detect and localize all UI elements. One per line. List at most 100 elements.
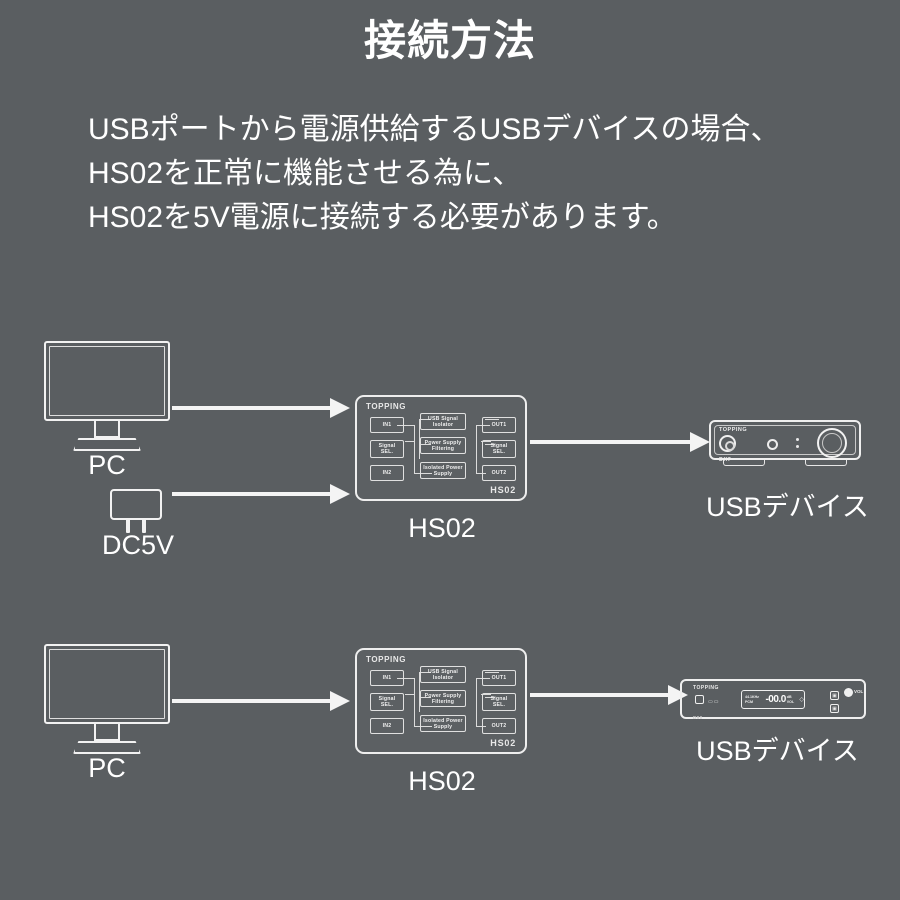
wire [419, 444, 431, 445]
wire [405, 441, 415, 442]
adapter-body [110, 489, 162, 520]
wire [485, 419, 499, 420]
block-signal-sel-right-bottom: Signal SEL. [482, 693, 516, 711]
block-isolated-supply-top: Isolated Power Supply [420, 462, 466, 479]
intro-line-3: HS02を5V電源に接続する必要があります。 [88, 201, 677, 234]
wire [485, 697, 495, 698]
hs02-model-bottom: HS02 [490, 738, 516, 748]
wire [419, 419, 420, 459]
wire [419, 419, 431, 420]
wire [419, 672, 431, 673]
block-in1-bottom: IN1 [370, 670, 404, 686]
block-signal-sel-left-bottom: Signal SEL. [370, 693, 404, 711]
page-title: 接続方法 [363, 17, 536, 64]
block-usb-isolator-bottom: USB Signal Isolator [420, 666, 466, 683]
monitor-neck [94, 724, 120, 741]
amp-chassis [709, 420, 861, 460]
adapter-pin-right [142, 520, 146, 533]
block-signal-sel-left-top: Signal SEL. [370, 440, 404, 458]
hs02-unit-top: TOPPING HS02 IN1 Signal SEL. IN2 USB Sig… [355, 395, 527, 501]
wire [414, 726, 432, 727]
usb-device-rack-dac: TOPPING D90 ▭▭ 44.1KHz PCM -00.0 dB VOL … [680, 679, 866, 725]
rack-model: D90 [693, 715, 703, 720]
rack-brand: TOPPING [693, 685, 719, 691]
display-volume-value: -00.0 [765, 694, 786, 705]
pc-monitor-icon-bottom [44, 644, 170, 754]
amp-led-top [796, 438, 799, 441]
wire [397, 678, 415, 679]
block-out1-bottom: OUT1 [482, 670, 516, 686]
block-power-filtering-top: Power Supply Filtering [420, 437, 466, 454]
display-format-text: 44.1KHz PCM [745, 695, 759, 704]
hs02-label-top: HS02 [408, 513, 476, 543]
arrow-hs02-to-device-bottom [530, 685, 690, 705]
rack-indicator-dots: ▭▭ [708, 699, 720, 705]
headphone-jack-icon [719, 435, 736, 452]
block-power-filtering-bottom: Power Supply Filtering [420, 690, 466, 707]
block-isolated-supply-bottom: Isolated Power Supply [420, 715, 466, 732]
monitor-screen [44, 341, 170, 421]
wire [476, 678, 490, 679]
amp-led-bottom [796, 445, 799, 448]
wire [476, 726, 486, 727]
wire [397, 425, 415, 426]
wire [414, 425, 415, 473]
pc-monitor-icon-top [44, 341, 170, 451]
rack-volume-knob [844, 688, 853, 697]
usb-device-label-bottom: USBデバイス [696, 736, 859, 766]
rack-button-bottom: ▣ [830, 704, 839, 713]
rack-button-top: ▣ [830, 691, 839, 700]
amp-brand: TOPPING [719, 427, 748, 433]
wire [419, 697, 431, 698]
display-arrows-icon: ◇ [799, 696, 804, 703]
dc5v-adapter-icon [110, 489, 166, 535]
amp-volume-knob [817, 428, 847, 458]
wire [414, 678, 415, 726]
wire [485, 672, 499, 673]
pc-label-bottom: PC [88, 753, 126, 783]
hs02-label-bottom: HS02 [408, 766, 476, 796]
rack-power-button [695, 695, 704, 704]
wire [476, 425, 490, 426]
arrow-hs02-to-device-top [530, 432, 710, 452]
block-in1-top: IN1 [370, 417, 404, 433]
display-unit-text: dB VOL [786, 695, 795, 704]
usb-device-label-top: USBデバイス [706, 492, 869, 522]
rack-knob-label: VOL [854, 689, 864, 694]
intro-line-1: USBポートから電源供給するUSBデバイスの場合、 [88, 113, 781, 146]
monitor-screen [44, 644, 170, 724]
wire [476, 425, 477, 473]
usb-device-amp: TOPPING DX7 [705, 420, 865, 468]
hs02-brand-top: TOPPING [366, 402, 407, 411]
pc-label-top: PC [88, 450, 126, 480]
block-out2-bottom: OUT2 [482, 718, 516, 734]
wire [414, 473, 432, 474]
wire [405, 694, 415, 695]
amp-small-knob [767, 439, 778, 450]
rack-display: 44.1KHz PCM -00.0 dB VOL ◇ [741, 690, 805, 709]
wire [476, 678, 477, 726]
intro-line-2: HS02を正常に機能させる為に、 [88, 157, 523, 190]
rack-chassis [680, 679, 866, 719]
block-signal-sel-right-top: Signal SEL. [482, 440, 516, 458]
hs02-unit-bottom: TOPPING HS02 IN1 Signal SEL. IN2 USB Sig… [355, 648, 527, 754]
wire [481, 441, 491, 442]
wire [481, 694, 491, 695]
hs02-model-top: HS02 [490, 485, 516, 495]
wire [419, 672, 420, 712]
dc5v-label: DC5V [101, 530, 175, 560]
block-out1-top: OUT1 [482, 417, 516, 433]
amp-foot-right [805, 460, 847, 466]
amp-foot-left [723, 460, 765, 466]
block-in2-top: IN2 [370, 465, 404, 481]
wire [476, 473, 486, 474]
block-out2-top: OUT2 [482, 465, 516, 481]
block-usb-isolator-top: USB Signal Isolator [420, 413, 466, 430]
monitor-neck [94, 421, 120, 438]
arrow-pc-to-hs02-bottom [172, 691, 350, 711]
block-in2-bottom: IN2 [370, 718, 404, 734]
hs02-brand-bottom: TOPPING [366, 655, 407, 664]
wire [485, 444, 495, 445]
adapter-pin-left [126, 520, 130, 533]
